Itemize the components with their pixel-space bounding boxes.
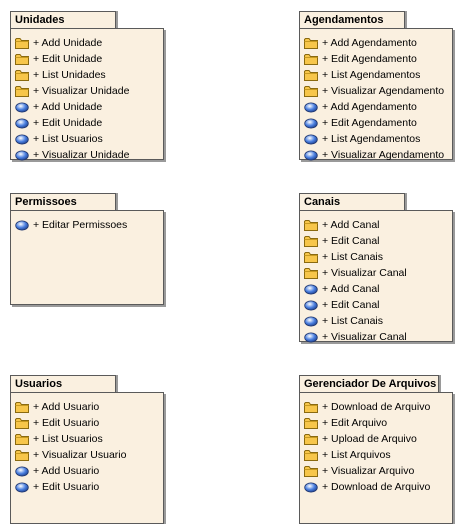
- package-name: Agendamentos: [299, 11, 405, 28]
- package-item-label: + Edit Usuario: [33, 417, 100, 429]
- use-case-icon: [15, 149, 29, 161]
- package-item-label: + Edit Agendamento: [322, 53, 417, 65]
- folder-icon: [15, 417, 29, 429]
- package-item-label: + Add Unidade: [33, 101, 103, 113]
- package-item-label: + List Usuarios: [33, 133, 103, 145]
- package-item-label: + Add Unidade: [33, 37, 103, 49]
- package-item-label: + Visualizar Usuario: [33, 449, 127, 461]
- use-case-icon: [15, 101, 29, 113]
- package-item-label: + Upload de Arquivo: [322, 433, 417, 445]
- package-item-label: + Edit Arquivo: [322, 417, 388, 429]
- use-case-icon: [304, 315, 318, 327]
- folder-icon: [304, 251, 318, 263]
- package-item-label: + Visualizar Unidade: [33, 85, 130, 97]
- package-body: + Editar Permissoes: [10, 210, 164, 305]
- folder-icon: [304, 449, 318, 461]
- use-case-icon: [304, 149, 318, 161]
- package-body: + Add Agendamento + Edit Agendamento + Lis…: [299, 28, 453, 161]
- package-name: Gerenciador De Arquivos: [299, 375, 439, 392]
- folder-icon: [15, 69, 29, 81]
- package-item-label: + Editar Permissoes: [33, 219, 128, 231]
- package-item-label: + Visualizar Canal: [322, 267, 407, 279]
- package-item-label: + List Usuarios: [33, 433, 103, 445]
- folder-icon: [15, 433, 29, 445]
- use-case-icon: [15, 117, 29, 129]
- package-item-label: + Add Agendamento: [322, 37, 417, 49]
- use-case-icon: [304, 331, 318, 343]
- folder-icon: [304, 235, 318, 247]
- package-item-label: + List Unidades: [33, 69, 106, 81]
- package-item-label: + Edit Agendamento: [322, 117, 417, 129]
- use-case-icon: [15, 133, 29, 145]
- package-item-label: + Edit Unidade: [33, 117, 103, 129]
- folder-icon: [15, 401, 29, 413]
- package-item-label: + Add Usuario: [33, 465, 100, 477]
- package-item-label: + List Canais: [322, 251, 383, 263]
- package-item-label: + List Canais: [322, 315, 383, 327]
- folder-icon: [304, 219, 318, 231]
- use-case-icon: [304, 101, 318, 113]
- package-item-label: + Edit Canal: [322, 235, 380, 247]
- package-item-label: + Download de Arquivo: [322, 481, 431, 493]
- folder-icon: [304, 37, 318, 49]
- package-item-label: + Edit Usuario: [33, 481, 100, 493]
- package-item-label: + List Agendamentos: [322, 133, 421, 145]
- package-name: Usuarios: [10, 375, 116, 392]
- package-body: + Download de Arquivo + Edit Arquivo + Upl…: [299, 392, 453, 524]
- folder-icon: [15, 85, 29, 97]
- package-item-label: + Edit Canal: [322, 299, 380, 311]
- package-item-label: + Visualizar Agendamento: [322, 85, 445, 97]
- folder-icon: [304, 85, 318, 97]
- use-case-icon: [304, 299, 318, 311]
- package-name: Canais: [299, 193, 405, 210]
- folder-icon: [15, 53, 29, 65]
- folder-icon: [304, 433, 318, 445]
- package-item-label: + Edit Unidade: [33, 53, 103, 65]
- folder-icon: [304, 69, 318, 81]
- folder-icon: [304, 401, 318, 413]
- use-case-icon: [15, 219, 29, 231]
- package-item-label: + Download de Arquivo: [322, 401, 431, 413]
- package-name: Permissoes: [10, 193, 116, 210]
- package-item-label: + Add Canal: [322, 283, 380, 295]
- folder-icon: [304, 267, 318, 279]
- package-item-label: + List Arquivos: [322, 449, 391, 461]
- package-item-label: + Add Canal: [322, 219, 380, 231]
- use-case-icon: [15, 465, 29, 477]
- package-item-label: + Visualizar Agendamento: [322, 149, 445, 161]
- use-case-icon: [304, 133, 318, 145]
- folder-icon: [15, 37, 29, 49]
- use-case-icon: [304, 481, 318, 493]
- package-item-label: + Visualizar Unidade: [33, 149, 130, 161]
- package-body: + Add Unidade + Edit Unidade + List Unidad…: [10, 28, 164, 161]
- use-case-icon: [15, 481, 29, 493]
- package-item-label: + List Agendamentos: [322, 69, 421, 81]
- use-case-icon: [304, 283, 318, 295]
- package-item-label: + Add Usuario: [33, 401, 100, 413]
- package-body: + Add Canal + Edit Canal + List Canais + Vi…: [299, 210, 453, 343]
- folder-icon: [304, 53, 318, 65]
- folder-icon: [15, 449, 29, 461]
- package-item-label: + Add Agendamento: [322, 101, 417, 113]
- folder-icon: [304, 417, 318, 429]
- package-item-label: + Visualizar Canal: [322, 331, 407, 343]
- folder-icon: [304, 465, 318, 477]
- package-body: + Add Usuario + Edit Usuario + List Usuari…: [10, 392, 164, 524]
- use-case-icon: [304, 117, 318, 129]
- package-name: Unidades: [10, 11, 116, 28]
- package-item-label: + Visualizar Arquivo: [322, 465, 415, 477]
